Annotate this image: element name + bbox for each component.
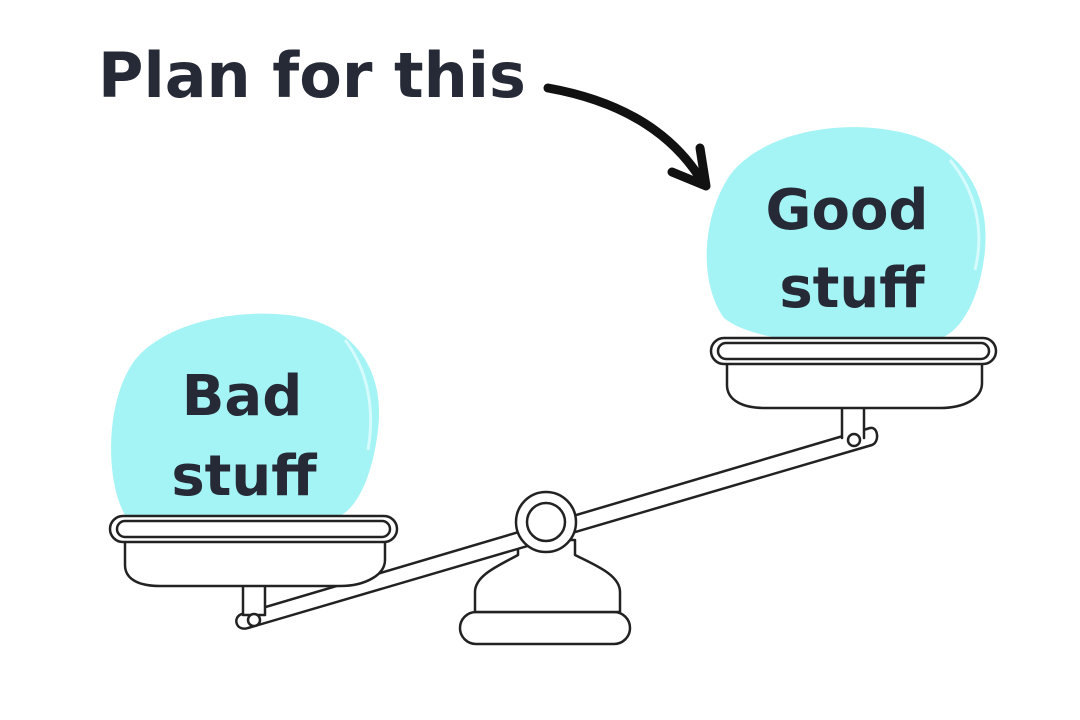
right-pan-bowl [725,360,984,410]
heading-text: Plan for this [98,39,526,112]
right-pan-rim-inner [716,341,991,361]
scale-base [458,610,632,646]
left-beam-joint [246,612,262,628]
good-stuff-blob: Good stuff [706,127,986,345]
left-pan-rim-inner [115,519,392,539]
good-stuff-label-line1: Good [766,178,929,243]
right-beam-joint [846,432,862,448]
bad-stuff-blob: Bad stuff [111,313,380,524]
scale-stand [473,538,622,614]
bad-stuff-label-line1: Bad [182,364,303,429]
scale-pivot-inner [525,501,567,543]
arrow-icon [543,83,711,191]
good-stuff-label-line2: stuff [779,256,925,321]
left-pan-post [241,583,267,617]
bad-stuff-label-line2: stuff [171,444,317,509]
left-pan-bowl [123,538,387,588]
balance-scale [108,336,998,646]
